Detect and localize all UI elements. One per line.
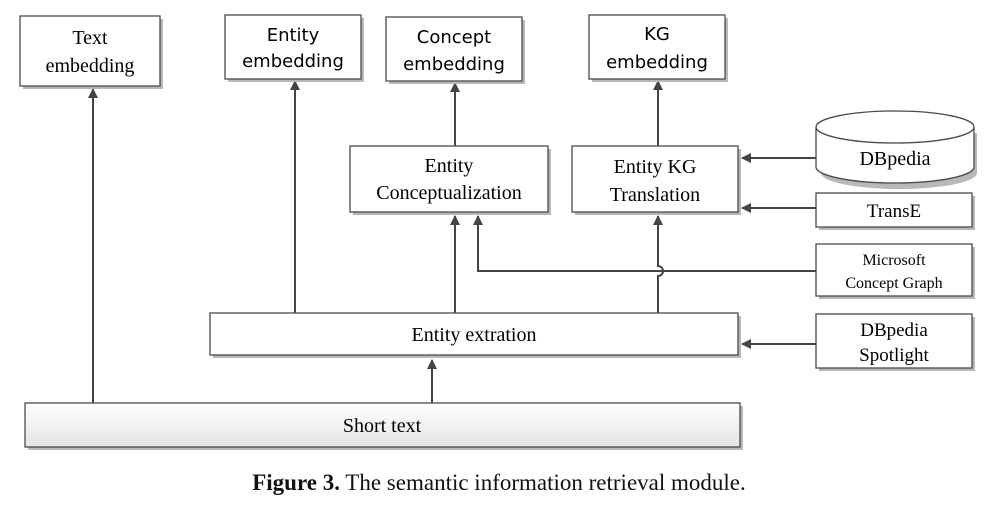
node-concept-embedding: Concept embedding [385, 16, 525, 84]
node-label: Text [72, 27, 108, 49]
node-label: embedding [606, 52, 708, 73]
node-label: Conceptualization [376, 182, 522, 204]
caption-text: The semantic information retrieval modul… [339, 470, 746, 495]
node-short-text: Short text [24, 402, 743, 450]
node-label: DBpedia [859, 148, 930, 170]
node-label: Entity [267, 25, 320, 46]
node-transe: TransE [815, 192, 975, 230]
node-label: Concept [417, 27, 491, 48]
node-label: TransE [867, 201, 921, 222]
node-entity-extraction: Entity extration [209, 312, 741, 358]
figure-caption: Figure 3. The semantic information retri… [0, 470, 998, 496]
node-label: KG [644, 24, 670, 45]
node-label: Translation [610, 184, 700, 206]
node-label: embedding [242, 51, 344, 72]
edge-concept-graph-to-conceptualization [473, 215, 816, 272]
caption-label: Figure 3. [252, 470, 340, 495]
node-label: Entity [425, 155, 474, 177]
architecture-diagram: Text embedding Entity embedding Concept … [19, 14, 977, 450]
node-label: Short text [343, 415, 422, 437]
node-dbpedia-spotlight: DBpedia Spotlight [815, 313, 975, 371]
node-label: DBpedia [860, 320, 928, 341]
node-label: Microsoft [862, 252, 926, 269]
node-label: embedding [403, 54, 505, 75]
node-label: embedding [46, 55, 135, 77]
node-label: Concept Graph [845, 275, 942, 292]
node-microsoft-concept-graph: Microsoft Concept Graph [815, 243, 975, 299]
node-label: Entity KG [614, 156, 697, 178]
node-text-embedding: Text embedding [19, 15, 163, 89]
node-entity-embedding: Entity embedding [224, 14, 364, 82]
node-label: Entity extration [412, 324, 537, 346]
node-entity-conceptualization: Entity Conceptualization [349, 145, 551, 215]
edge-extraction-to-kg-translation [653, 215, 664, 313]
node-entity-kg-translation: Entity KG Translation [571, 145, 741, 215]
node-dbpedia-database: DBpedia [815, 110, 977, 189]
node-label: Spotlight [859, 345, 929, 366]
edges [88, 80, 816, 403]
node-kg-embedding: KG embedding [588, 14, 728, 82]
